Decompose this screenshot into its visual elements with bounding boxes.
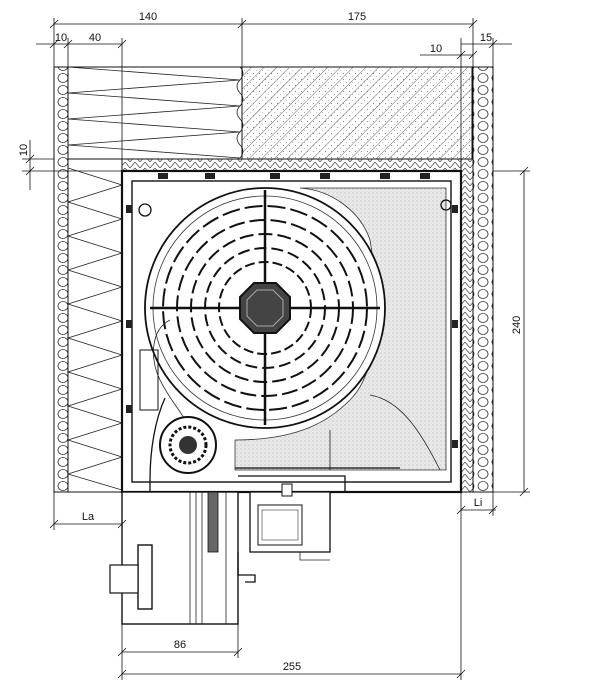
inner-masonry-wall [460, 66, 494, 493]
octagonal-shaft-icon [239, 282, 291, 334]
dim-label-40: 40 [89, 32, 101, 44]
dimension-lines [22, 18, 530, 680]
dim-label-la: La [82, 511, 95, 523]
concrete-lintel [241, 66, 473, 160]
dim-label-140: 140 [139, 11, 157, 23]
dim-label-10-left: 10 [55, 32, 67, 44]
dim-label-10-vertical: 10 [18, 144, 30, 156]
dim-label-86: 86 [174, 639, 186, 651]
roller-drum [144, 187, 386, 429]
insulation-top [67, 66, 244, 160]
dim-label-15: 15 [480, 32, 492, 44]
shutter-curtain [109, 397, 239, 625]
outer-masonry-wall [53, 66, 69, 493]
insulation-left [66, 158, 124, 493]
dim-label-255: 255 [283, 661, 301, 673]
dim-label-240: 240 [511, 316, 523, 334]
dim-label-10-right: 10 [430, 43, 442, 55]
motor-unit [139, 349, 217, 474]
window-frame-profile [237, 475, 346, 583]
top-insulating-strip [121, 158, 462, 172]
dim-label-175: 175 [348, 11, 366, 23]
dim-label-li: Li [474, 497, 483, 509]
